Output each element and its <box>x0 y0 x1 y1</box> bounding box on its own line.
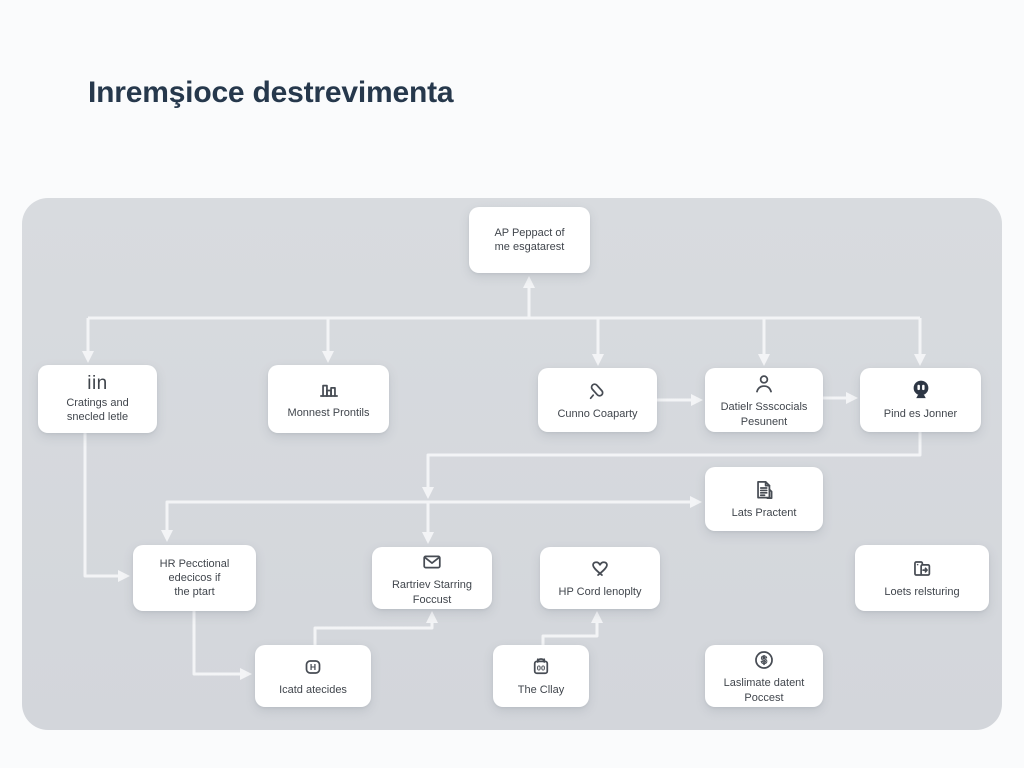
node-cards-restoring: Loets relsturing <box>855 545 989 611</box>
node-label: Cunno Coaparty <box>557 408 638 421</box>
node-label: Loets relsturing <box>884 586 960 599</box>
node-label: AP Peppact of me esgatarest <box>494 226 565 253</box>
chat-pin-icon <box>908 378 934 404</box>
cards-icon <box>909 556 935 582</box>
node-label: Pind es Jonner <box>883 408 958 421</box>
node-pen-company: Cunno Coaparty <box>538 368 657 432</box>
node-hr-sectional: HR Pecctional edecicos if the ptart <box>133 545 256 611</box>
node-linkedin-ratings: iin Cratings and snecled letle <box>38 365 157 433</box>
node-h-badge-articles: H Icatd atecides <box>255 645 371 707</box>
bar-chart-icon <box>316 377 342 403</box>
in-text-icon: iin <box>87 372 108 394</box>
envelope-icon <box>419 549 445 575</box>
node-bar-chart-trends: Monnest Prontils <box>268 365 389 433</box>
pen-icon <box>585 378 611 404</box>
node-label: Laslimate datent Poccest <box>723 677 805 704</box>
node-label: Rartriev Starring Foccust <box>391 579 473 606</box>
page-title: Inremşioce destrevimenta <box>88 76 454 109</box>
node-heart-loyalty: HP Cord lenoplty <box>540 547 660 609</box>
person-icon <box>751 371 777 397</box>
node-label: Lats Practent <box>731 507 797 520</box>
node-chat-pin-partner: Pind es Jonner <box>860 368 981 432</box>
dollar-icon: $ <box>751 647 777 673</box>
node-label: Monnest Prontils <box>287 407 370 420</box>
svg-text:00: 00 <box>537 664 545 673</box>
document-icon <box>751 477 777 503</box>
node-dollar-estimate: $ Laslimate datent Poccest <box>705 645 823 707</box>
svg-text:H: H <box>310 662 316 672</box>
node-person-specials: Datielr Ssscocials Pesunent <box>705 368 823 432</box>
node-document-practent: Lats Practent <box>705 467 823 531</box>
heart-icon <box>587 556 613 582</box>
svg-text:$: $ <box>761 655 767 667</box>
h-badge-icon: H <box>300 654 326 680</box>
node-label: Datielr Ssscocials Pesunent <box>720 401 808 428</box>
node-report-top: AP Peppact of me esgatarest <box>469 207 590 273</box>
node-label: Cratings and snecled letle <box>66 396 129 423</box>
node-label: Icatd atecides <box>279 684 347 697</box>
calendar-icon: 00 <box>528 654 554 680</box>
node-calendar-day: 00 The Cllay <box>493 645 589 707</box>
node-label: HR Pecctional edecicos if the ptart <box>159 557 230 599</box>
node-label: HP Cord lenoplty <box>558 586 642 599</box>
node-envelope-review: Rartriev Starring Foccust <box>372 547 492 609</box>
node-label: The Cllay <box>517 684 565 697</box>
